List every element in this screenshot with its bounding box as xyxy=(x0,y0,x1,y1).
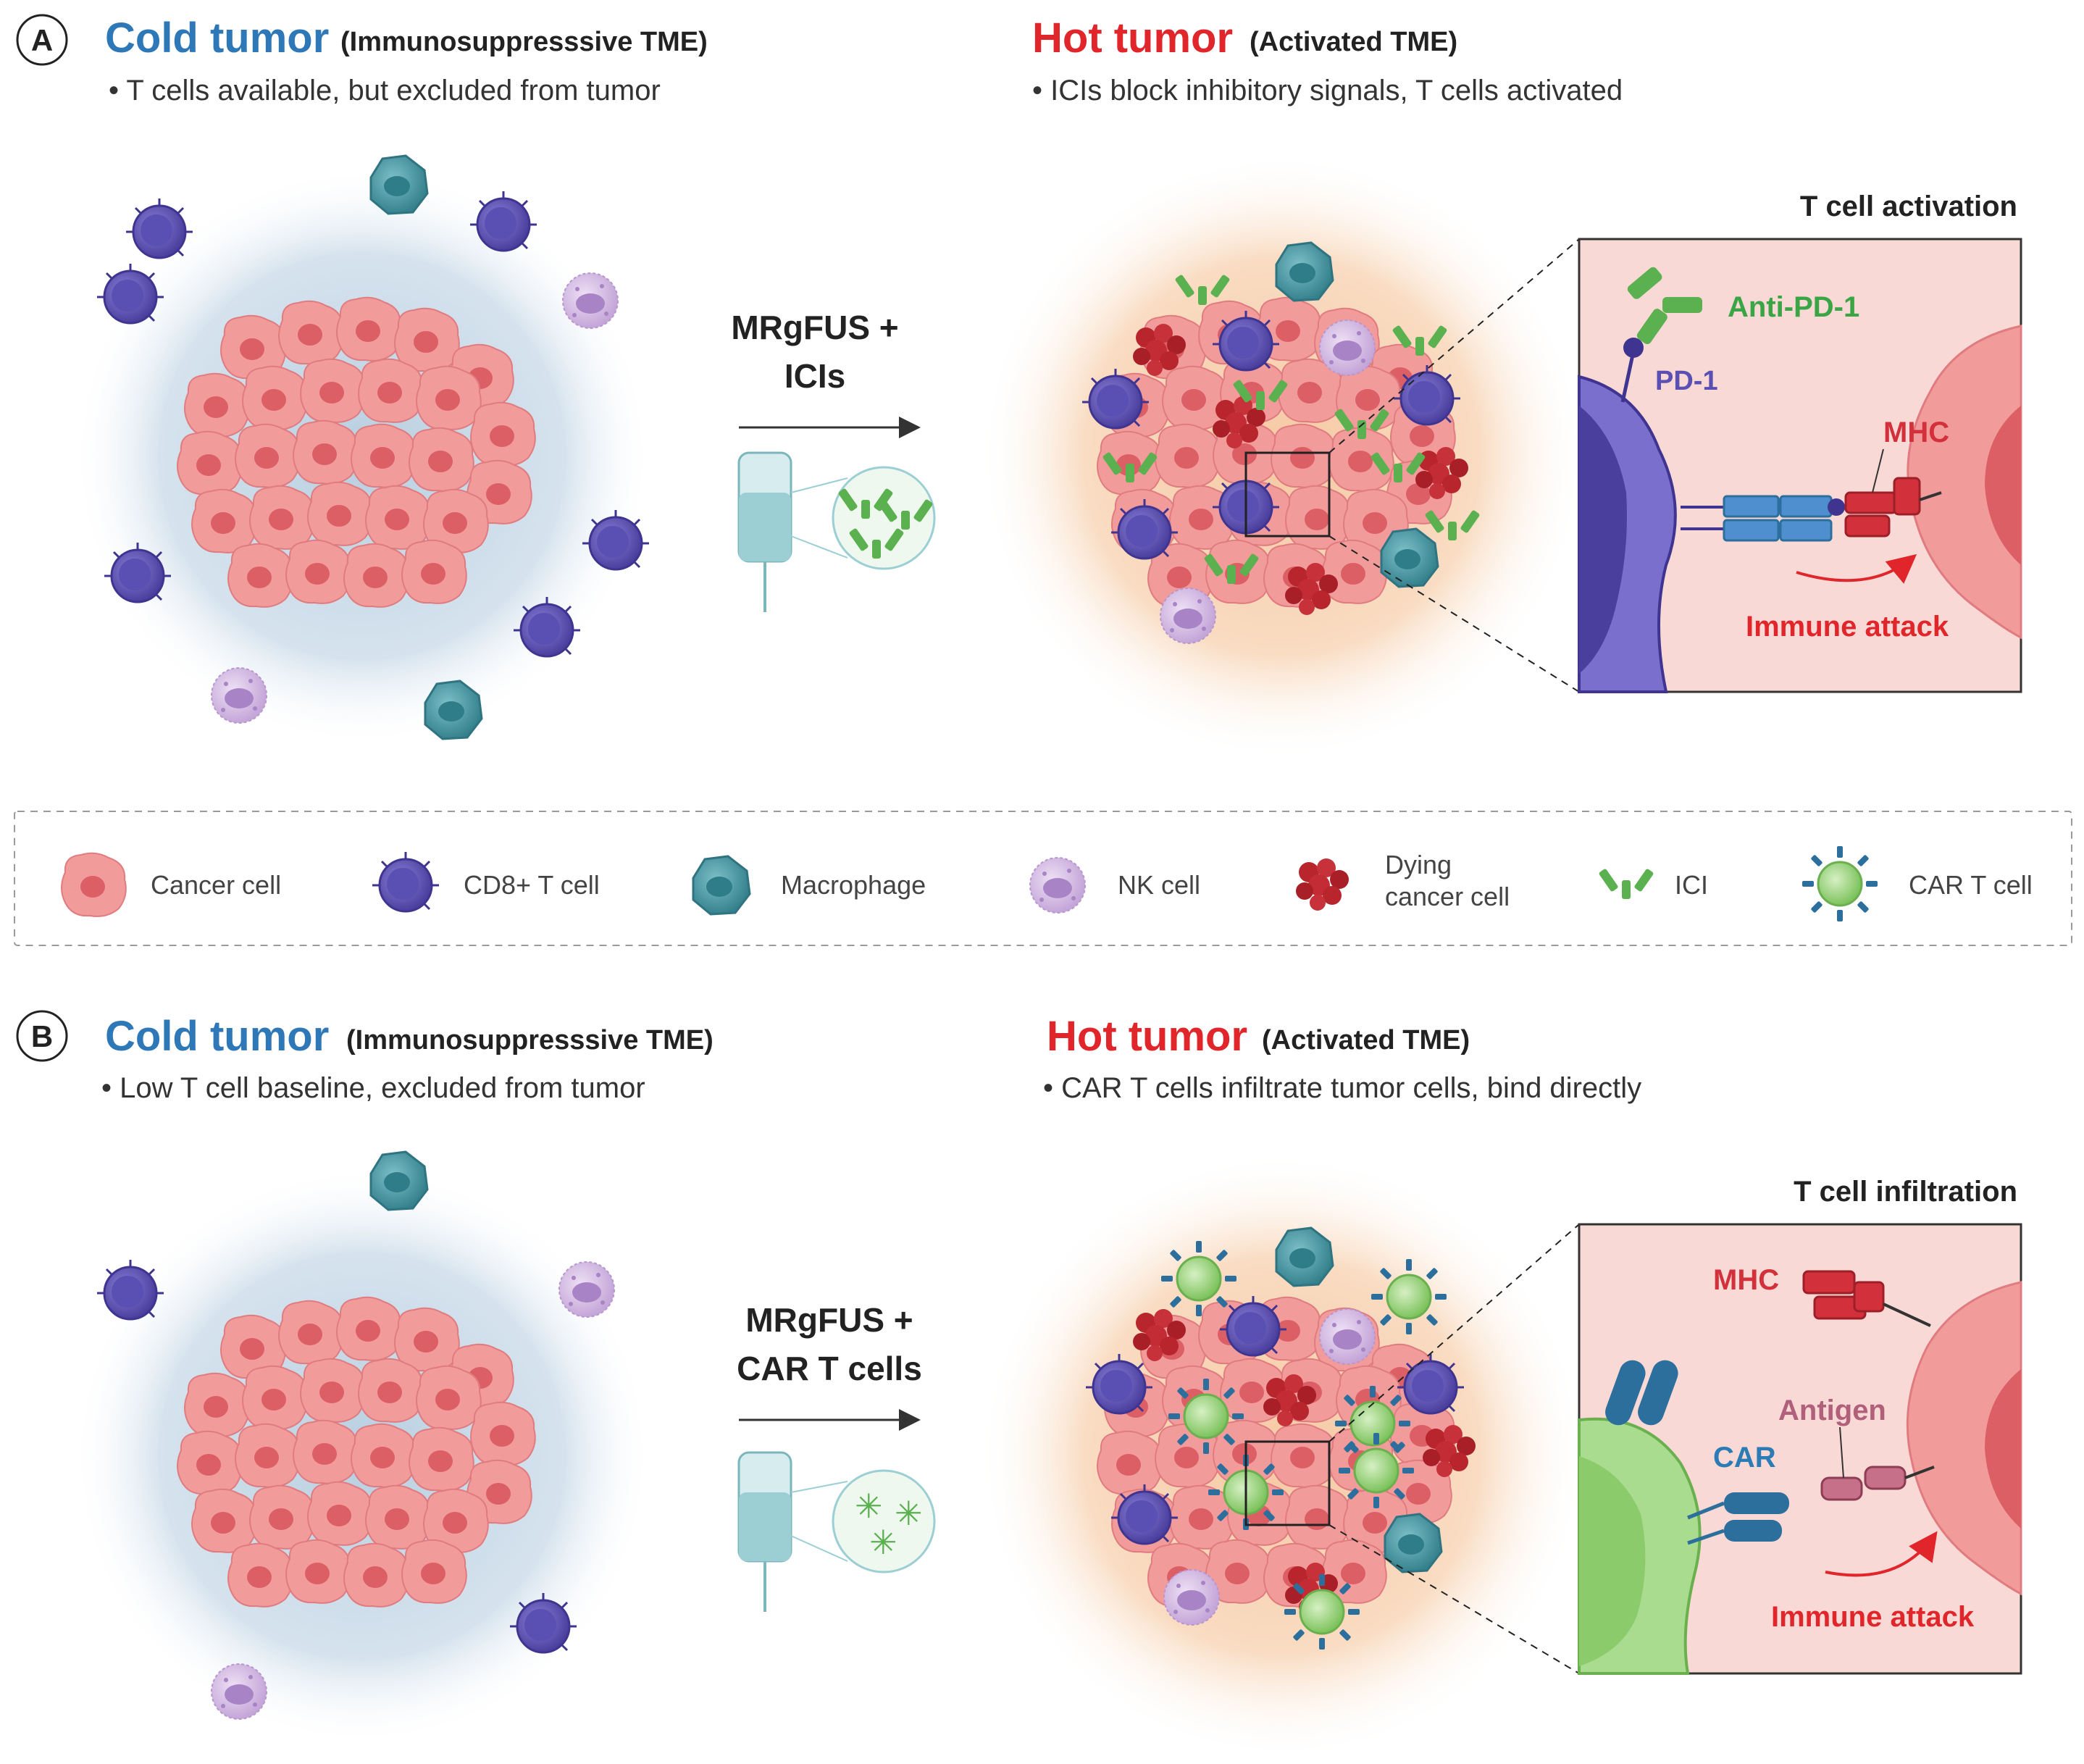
anti-pd1-label: Anti-PD-1 xyxy=(1728,291,1859,323)
panel-b-immune-attack: Immune attack xyxy=(1771,1601,1975,1633)
nk-cell-icon xyxy=(211,667,267,724)
panel-b-hot-title: Hot tumor xyxy=(1047,1013,1247,1060)
svg-text:✳: ✳ xyxy=(869,1523,897,1562)
panel-a-inset-title: T cell activation xyxy=(1800,191,2017,222)
svg-text:✳: ✳ xyxy=(855,1487,883,1526)
dying-cancer-cell-icon xyxy=(1296,858,1349,911)
legend-car-t-cell: CAR T cell xyxy=(1909,870,2033,900)
macrophage-icon xyxy=(692,855,751,916)
legend-cd8-t-cell: CD8+ T cell xyxy=(464,870,600,900)
panel-a: A Cold tumor (Immunosuppresssive TME) • … xyxy=(16,14,2022,761)
legend-dying-line1: Dying xyxy=(1385,850,1452,879)
panel-b-cold-tumor xyxy=(72,1150,652,1746)
car-t-cell-icon xyxy=(1160,1240,1238,1318)
macrophage-icon xyxy=(369,1150,429,1211)
mhc-label-b: MHC xyxy=(1713,1264,1779,1296)
panel-a-therapy-line1: MRgFUS + xyxy=(731,309,898,346)
panel-a-cold-title: Cold tumor xyxy=(105,14,329,62)
panel-a-therapy-line2: ICIs xyxy=(784,357,845,395)
ici-antibody-icon xyxy=(1598,868,1654,899)
panel-b-badge-label: B xyxy=(31,1019,53,1053)
macrophage-icon xyxy=(369,154,429,215)
zoom-region xyxy=(1244,451,1331,538)
car-t-cell-icon xyxy=(1337,1431,1415,1510)
zoom-region xyxy=(1244,1440,1331,1526)
panel-b-inset-title: T cell infiltration xyxy=(1794,1176,2017,1208)
nk-cell-icon xyxy=(1319,1308,1376,1365)
panel-b-inset: CAR Antigen MHC Immune attack xyxy=(1578,1223,2022,1675)
panel-a-cold-subtitle: (Immunosuppresssive TME) xyxy=(340,27,708,57)
panel-b-badge xyxy=(16,1010,68,1062)
cancer-cell-icon xyxy=(61,852,127,917)
panel-b-cold-title: Cold tumor xyxy=(105,1013,329,1060)
panel-b-therapy-line2: CAR T cells xyxy=(737,1350,922,1387)
legend: Cancer cell CD8+ T cell Macrophage NK ce… xyxy=(14,811,2072,946)
iv-bag-icon xyxy=(737,451,936,612)
car-t-cell-icon xyxy=(1801,845,1879,923)
car-t-cell-icon xyxy=(1167,1377,1245,1455)
legend-dying-line2: cancer cell xyxy=(1385,882,1510,911)
svg-text:✳: ✳ xyxy=(895,1494,923,1533)
panel-a-badge-label: A xyxy=(31,23,53,57)
legend-cancer-cell: Cancer cell xyxy=(151,870,281,900)
nk-cell-icon xyxy=(211,1663,267,1720)
nk-cell-icon xyxy=(1163,1569,1220,1626)
panel-b-cold-subtitle: (Immunosuppresssive TME) xyxy=(346,1025,714,1056)
panel-a-badge xyxy=(16,14,68,66)
pd1-label: PD-1 xyxy=(1655,366,1718,396)
legend-nk-cell: NK cell xyxy=(1118,870,1200,900)
legend-macrophage: Macrophage xyxy=(781,870,926,900)
panel-a-hot-title: Hot tumor xyxy=(1032,14,1233,62)
panel-a-immune-attack: Immune attack xyxy=(1746,611,1949,643)
panel-b-cold-bullet: • Low T cell baseline, excluded from tum… xyxy=(101,1072,645,1104)
nk-cell-icon xyxy=(1160,588,1216,644)
panel-a-inset: Anti-PD-1 PD-1 MHC Immune attack xyxy=(1578,238,2022,693)
panel-b-hot-bullet: • CAR T cells infiltrate tumor cells, bi… xyxy=(1043,1072,1641,1104)
panel-a-cold-bullet: • T cells available, but excluded from t… xyxy=(109,75,661,106)
panel-a-hot-subtitle: (Activated TME) xyxy=(1250,27,1457,57)
panel-b-therapy-line1: MRgFUS + xyxy=(745,1301,913,1339)
iv-bag-icon: ✳✳✳ xyxy=(737,1451,936,1612)
panel-a-hot-bullet: • ICIs block inhibitory signals, T cells… xyxy=(1032,75,1623,106)
car-t-cell-icon xyxy=(1370,1258,1448,1336)
antigen-label: Antigen xyxy=(1778,1395,1886,1426)
panel-b-hot-tumor xyxy=(978,1152,1586,1760)
legend-ici: ICI xyxy=(1675,870,1708,900)
nk-cell-icon xyxy=(1319,319,1376,376)
panel-a-cold-tumor xyxy=(72,154,652,746)
car-t-cell-icon xyxy=(1283,1573,1361,1651)
car-label: CAR xyxy=(1713,1442,1776,1474)
panel-b: B Cold tumor (Immunosuppresssive TME) • … xyxy=(16,1010,2022,1760)
nk-cell-icon xyxy=(558,1261,615,1318)
mhc-label: MHC xyxy=(1883,417,1949,448)
panel-b-hot-subtitle: (Activated TME) xyxy=(1262,1025,1470,1056)
cd8-t-cell-icon xyxy=(371,850,440,913)
nk-cell-icon xyxy=(1029,857,1086,914)
panel-a-hot-tumor xyxy=(978,152,1586,761)
nk-cell-icon xyxy=(562,272,619,329)
